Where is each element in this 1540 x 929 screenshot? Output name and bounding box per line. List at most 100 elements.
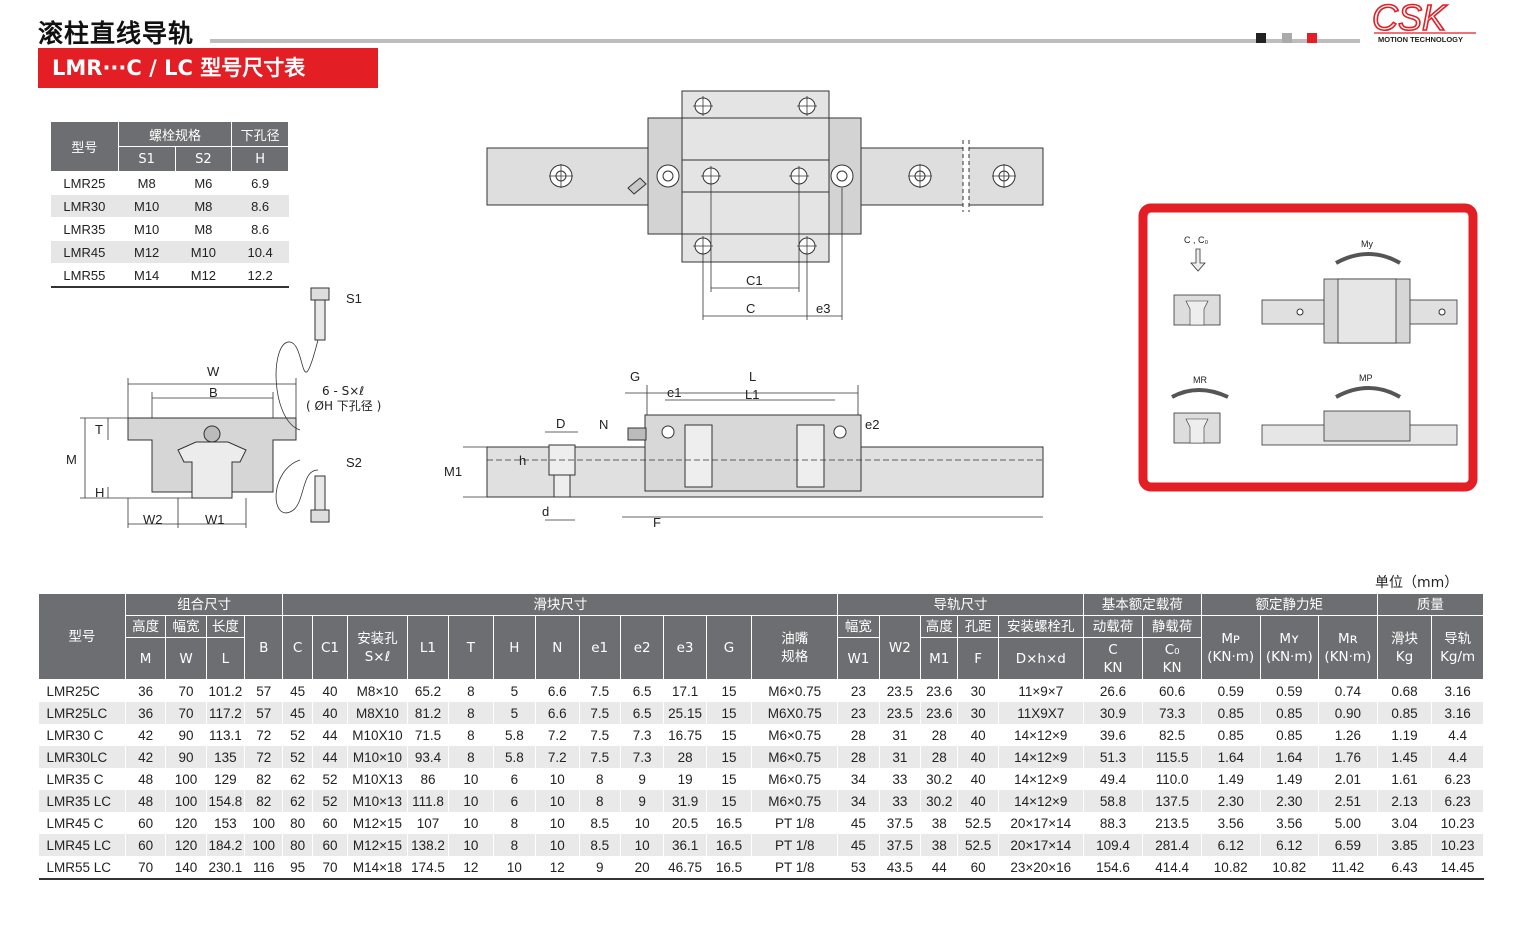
value-cell: 49.4 <box>1083 768 1144 790</box>
decor-square-red <box>1307 33 1317 43</box>
bolt-table-cell: M6 <box>175 171 232 195</box>
value-cell: 100 <box>165 790 207 812</box>
th-Dhd: D×h×d <box>997 637 1084 680</box>
bolt-table-cell: 8.6 <box>231 217 289 241</box>
model-cell: LMR55 LC <box>38 856 126 880</box>
bolt-table-cell: LMR25 <box>50 171 119 195</box>
value-cell: 2.51 <box>1318 790 1378 812</box>
value-cell: 23×20×16 <box>998 856 1084 880</box>
th-static: 静载荷 <box>1142 615 1202 638</box>
th-c0-unit: KN <box>1162 659 1182 676</box>
bolt-table-cell: M8 <box>175 217 232 241</box>
value-cell: M6×0.75 <box>751 790 839 812</box>
bolt-table-cell: M10 <box>118 194 176 218</box>
value-cell: 0.85 <box>1260 724 1320 746</box>
th-pitch: 孔距 <box>957 615 999 638</box>
th-mount-hole-unit: S×ℓ <box>364 648 391 665</box>
value-cell: 4.4 <box>1431 746 1484 768</box>
value-cell: 30 <box>957 702 999 724</box>
value-cell: 100 <box>165 768 207 790</box>
value-cell: 25.15 <box>663 702 707 724</box>
value-cell: 28 <box>837 746 880 768</box>
value-cell: 15 <box>706 702 753 724</box>
value-cell: 153 <box>206 812 246 834</box>
value-cell: 111.8 <box>407 790 450 812</box>
value-cell: 53 <box>837 856 880 880</box>
value-cell: 1.76 <box>1318 746 1378 768</box>
value-cell: 72 <box>244 724 284 746</box>
th-dynamic: 动载荷 <box>1082 615 1144 638</box>
value-cell: 11×9×7 <box>998 679 1084 702</box>
value-cell: 90 <box>165 746 207 768</box>
value-cell: 44 <box>312 724 349 746</box>
th-mass: 质量 <box>1376 593 1485 616</box>
value-cell: 6 <box>493 768 537 790</box>
value-cell: 82 <box>244 768 284 790</box>
th-W1: W1 <box>837 637 880 680</box>
model-cell: LMR25LC <box>38 702 126 724</box>
label-f: F <box>653 515 661 530</box>
value-cell: 6.6 <box>535 679 580 702</box>
bolt-header-h: H <box>231 146 289 172</box>
th-L: L <box>205 637 246 680</box>
value-cell: 113.1 <box>206 724 246 746</box>
value-cell: 16.5 <box>706 812 753 834</box>
value-cell: 3.16 <box>1431 679 1484 702</box>
value-cell: 15 <box>706 746 753 768</box>
th-rail: 导轨尺寸 <box>837 593 1084 616</box>
label-d-lower: d <box>542 504 549 519</box>
value-cell: 5 <box>493 702 537 724</box>
value-cell: 90 <box>165 724 207 746</box>
label-e1: e1 <box>667 385 681 400</box>
value-cell: 5.8 <box>493 746 537 768</box>
bolt-header-s2: S2 <box>174 146 233 172</box>
value-cell: 3.56 <box>1201 812 1261 834</box>
value-cell: 65.2 <box>407 679 450 702</box>
bolt-table-cell: M12 <box>175 263 232 288</box>
value-cell: 10 <box>535 834 580 856</box>
value-cell: 60 <box>312 834 349 856</box>
value-cell: 120 <box>165 812 207 834</box>
load-direction-diagram: C , C₀ My MR MP <box>1138 203 1478 492</box>
value-cell: 6.12 <box>1201 834 1261 856</box>
value-cell: 48 <box>125 768 167 790</box>
value-cell: 23 <box>837 702 880 724</box>
decor-square-gray <box>1282 33 1292 43</box>
value-cell: 154.8 <box>206 790 246 812</box>
bolt-table-cell: LMR35 <box>50 217 119 241</box>
section-subtitle: LMR···C / LC 型号尺寸表 <box>38 48 378 88</box>
bolt-table-cell: M8 <box>175 194 232 218</box>
bolt-header-model: 型号 <box>50 121 119 172</box>
value-cell: 45 <box>282 679 313 702</box>
value-cell: 5 <box>493 679 537 702</box>
value-cell: 16.5 <box>706 856 753 880</box>
value-cell: M6X0.75 <box>751 702 839 724</box>
value-cell: 80 <box>282 812 313 834</box>
th-rail-mass-label: 导轨 <box>1444 630 1472 647</box>
th-mr-unit: (KN·m) <box>1324 648 1372 665</box>
value-cell: 48 <box>125 790 167 812</box>
value-cell: 10 <box>535 790 580 812</box>
value-cell: 60.6 <box>1142 679 1202 702</box>
value-cell: M6×0.75 <box>751 768 839 790</box>
value-cell: 10 <box>448 834 494 856</box>
value-cell: 70 <box>125 856 167 880</box>
value-cell: 52 <box>312 768 349 790</box>
value-cell: 20×17×14 <box>998 812 1084 834</box>
value-cell: 62 <box>282 768 313 790</box>
value-cell: 1.64 <box>1201 746 1261 768</box>
side-view-drawing <box>463 385 1044 521</box>
top-view-drawing <box>486 90 1044 320</box>
value-cell: 52 <box>282 724 313 746</box>
value-cell: 8.5 <box>579 834 621 856</box>
value-cell: 0.85 <box>1260 702 1320 724</box>
bolt-table-cell: 8.6 <box>231 194 289 218</box>
value-cell: 12 <box>535 856 580 880</box>
value-cell: 42 <box>125 746 167 768</box>
